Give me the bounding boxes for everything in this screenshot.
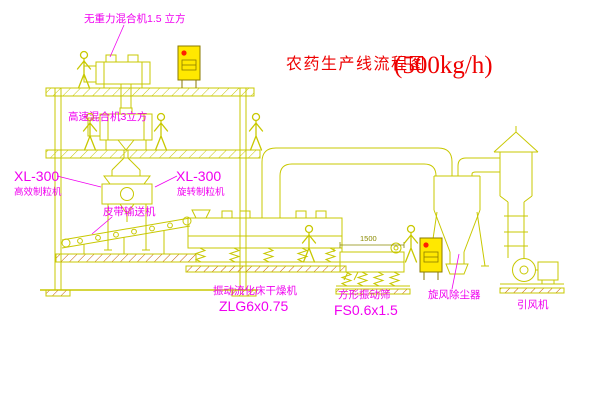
label-sieve-name: 方形振动筛	[338, 288, 391, 301]
label-leader-lines	[56, 24, 460, 290]
belt-conveyor	[55, 216, 197, 263]
label-belt-conveyor: 皮带输送机	[103, 205, 156, 218]
high-speed-mixer	[87, 107, 153, 176]
worker-figure	[76, 50, 92, 89]
label-sieve-dimension: 1500	[360, 234, 377, 243]
building-structure	[40, 87, 261, 297]
exhaust-duct	[261, 147, 453, 218]
label-high-speed-mixer: 高速混合机3立方	[68, 110, 147, 123]
granulator	[101, 175, 153, 251]
fluid-bed-dryer	[185, 209, 347, 273]
control-cabinet-lower	[419, 237, 443, 281]
vibrating-sieve	[335, 242, 411, 295]
diagram-title-capacity: (500kg/h)	[394, 52, 493, 79]
label-granulator-left-name: 高效制粒机	[14, 186, 62, 198]
label-sieve-model: FS0.6x1.5	[334, 302, 398, 318]
label-cyclone: 旋风除尘器	[428, 288, 481, 301]
gravity-mixer	[83, 54, 151, 108]
label-granulator-right-model: XL-300	[176, 168, 221, 184]
label-fan: 引风机	[517, 298, 549, 311]
label-granulator-left-model: XL-300	[14, 168, 59, 184]
control-cabinet-upper	[177, 45, 201, 89]
induced-draft-fan	[499, 258, 565, 294]
worker-figure	[403, 224, 419, 263]
label-dryer-model: ZLG6x0.75	[219, 298, 288, 314]
label-granulator-right-name: 旋转制粒机	[177, 186, 225, 198]
worker-figure	[301, 224, 317, 263]
worker-figure	[248, 112, 264, 151]
label-gravity-mixer: 无重力混合机1.5 立方	[84, 12, 186, 25]
vent-stack	[493, 126, 539, 258]
cyclone-outlet-duct	[457, 157, 500, 176]
label-dryer-name: 振动流化床干燥机	[213, 284, 297, 297]
worker-figure	[153, 112, 169, 151]
diagram-title: 农药生产线流程图	[286, 55, 426, 73]
